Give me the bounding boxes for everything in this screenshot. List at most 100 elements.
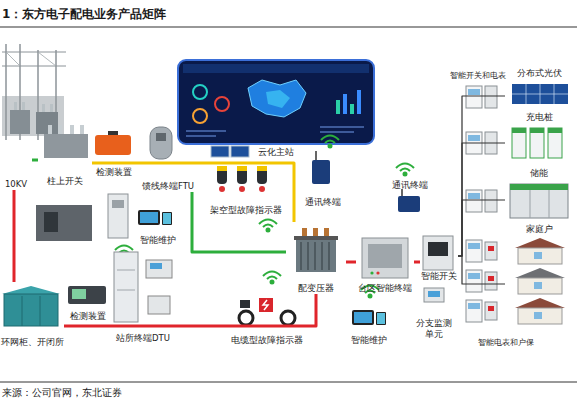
- transformer-picture: [321, 242, 323, 270]
- wifi-icon: [263, 272, 281, 284]
- power-wire: [346, 261, 356, 264]
- device-node: 智能维护: [132, 206, 184, 246]
- area-terminal: [376, 271, 379, 274]
- cable-indicator: [239, 311, 253, 325]
- pole-switch: [36, 205, 92, 241]
- device-caption: 环网柜、开闭所: [1, 337, 64, 348]
- house-picture: [515, 298, 565, 308]
- device-caption: 储能: [530, 168, 548, 179]
- storage-unit: [510, 184, 568, 218]
- meter-column: [485, 242, 497, 260]
- cloud-screen: [186, 135, 216, 137]
- smart-switch: [423, 236, 453, 270]
- ring-main-unit: [22, 296, 23, 326]
- pole-switch: [44, 134, 88, 158]
- fault-indicator: [239, 186, 245, 192]
- cloud-screen: [215, 97, 229, 111]
- fault-indicator: [237, 166, 247, 184]
- device-caption: 智能维护: [351, 335, 387, 346]
- device-caption: 馈线终端FTU: [142, 181, 194, 192]
- group-label: 智能电表和户保: [478, 337, 534, 348]
- cloud-screen: [350, 104, 354, 114]
- cloud-screen: [178, 60, 374, 144]
- smart-switch: [423, 236, 453, 302]
- wifi-icon: [329, 145, 332, 148]
- comm-terminal: [398, 196, 420, 212]
- cable-indicator: [240, 300, 250, 308]
- power-wire: [414, 261, 420, 264]
- meter-column: [485, 272, 497, 290]
- wifi-icon: [321, 136, 339, 141]
- storage-unit: [510, 184, 568, 190]
- device-node: 检测装置: [66, 280, 110, 322]
- device-caption: 智能开关: [421, 271, 457, 282]
- device-node: 充电桩: [505, 112, 573, 164]
- power-wire: [64, 294, 316, 326]
- meter-column: [468, 89, 480, 95]
- storage-unit: [530, 190, 531, 218]
- substation-picture: [38, 52, 56, 66]
- pole-switch: [112, 200, 124, 208]
- charging-pile: [548, 128, 562, 158]
- pole-switch: [48, 125, 52, 134]
- power-wire: [458, 96, 505, 256]
- tablet-icon: [138, 210, 386, 325]
- charging-pile: [512, 128, 526, 158]
- solar-panel: [512, 94, 568, 95]
- device-caption: 智能维护: [140, 235, 176, 246]
- device-node: 柱上开关: [38, 125, 92, 187]
- fault-indicator: [259, 186, 265, 192]
- device-node: 检测装置: [92, 128, 136, 178]
- cloud-screen: [193, 85, 207, 99]
- ring-main-unit: [2, 286, 60, 326]
- area-terminal: [362, 238, 408, 278]
- tester-device: [68, 286, 106, 304]
- comm-terminal: [315, 151, 317, 160]
- transformer-picture: [294, 228, 338, 272]
- device-caption: 站所终端DTU: [116, 333, 170, 344]
- storage-unit: [510, 184, 568, 218]
- meter-column: [485, 302, 497, 320]
- ring-main-unit: [4, 294, 58, 326]
- cloud-screen: [320, 131, 354, 133]
- cloud-screen: [248, 80, 306, 117]
- tablet-icon: [140, 212, 158, 223]
- pole-switch: [36, 125, 128, 241]
- cable-indicator: [281, 311, 295, 325]
- wifi-icon: [267, 229, 270, 232]
- wifi-icon: [325, 141, 335, 144]
- wifi-icon: [369, 295, 372, 298]
- figure-title: 1：东方电子配电业务产品矩阵: [2, 6, 166, 23]
- tablet-icon: [138, 210, 160, 225]
- substation-picture: [42, 104, 45, 112]
- device-node: 智能开关: [420, 230, 458, 282]
- smart-switch: [424, 288, 444, 302]
- house-picture: [518, 248, 562, 264]
- ring-main-unit: [40, 296, 41, 326]
- tester-device: [72, 289, 86, 299]
- house-picture: [515, 238, 565, 324]
- substation-picture: [2, 44, 66, 140]
- pole-switch: [44, 212, 58, 232]
- device-node: 站所终端DTU: [112, 248, 174, 344]
- device-node: 分支监测单元: [414, 284, 454, 340]
- meter-column: [468, 193, 480, 199]
- wifi-icon: [396, 164, 414, 176]
- device-node: 配变压器: [286, 222, 346, 294]
- device-node: 分布式光伏: [505, 68, 573, 110]
- house-picture: [534, 282, 542, 289]
- ftu-device: [150, 127, 172, 159]
- fault-indicator: [217, 166, 227, 171]
- cloud-screen: [357, 90, 361, 114]
- area-terminal: [362, 238, 408, 278]
- substation-picture: [50, 104, 53, 112]
- house-picture: [515, 268, 565, 278]
- meter-column: [485, 190, 497, 212]
- solar-panel: [512, 84, 568, 104]
- tablet-icon: [162, 212, 172, 225]
- substation-picture: [2, 52, 66, 53]
- tester-case: [108, 131, 118, 135]
- cable-indicator: [259, 298, 273, 312]
- transformer-picture: [307, 242, 309, 270]
- tablet-icon: [352, 310, 374, 325]
